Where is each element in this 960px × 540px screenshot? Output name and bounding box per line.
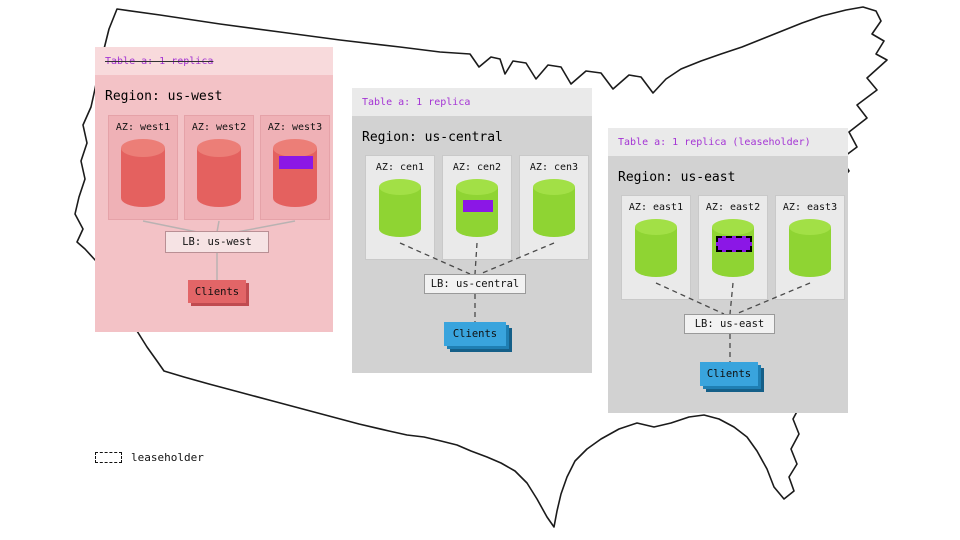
us-border-path [74,6,888,528]
load-balancer-us-east: LB: us-east [684,314,775,334]
region-panel-us-west: Table a: 1 replica Region: us-west AZ: w… [95,47,333,332]
database-cylinder-icon [379,179,421,237]
az-label-cen3: AZ: cen3 [529,162,579,173]
table-banner-us-central: Table a: 1 replica [352,88,592,116]
replica-range-patch [279,156,313,169]
table-replica-label-us-central: Table a: 1 replica [362,96,471,108]
az-box-west3: AZ: west3 [260,115,330,220]
database-cylinder-icon [533,179,575,237]
region-panel-us-east: Table a: 1 replica (leaseholder) Region:… [608,128,848,413]
region-panel-us-central: Table a: 1 replica Region: us-central AZ… [352,88,592,373]
az-box-cen1: AZ: cen1 [365,155,435,260]
table-banner-us-west: Table a: 1 replica [95,47,333,75]
region-title-us-west: Region: us-west [105,89,223,104]
az-label-west2: AZ: west2 [191,122,247,133]
clients-box-us-west: Clients [188,280,246,303]
az-label-west1: AZ: west1 [115,122,171,133]
az-label-cen2: AZ: cen2 [452,162,502,173]
leaseholder-swatch-icon [95,452,122,463]
az-label-east2: AZ: east2 [705,202,761,213]
az-box-west2: AZ: west2 [184,115,254,220]
az-label-cen1: AZ: cen1 [375,162,425,173]
az-label-east3: AZ: east3 [782,202,838,213]
replica-range-patch [463,200,493,212]
table-replica-label-us-east: Table a: 1 replica (leaseholder) [618,136,811,148]
database-cylinder-icon [197,139,241,207]
clients-box-us-east: Clients [700,362,758,386]
az-box-cen3: AZ: cen3 [519,155,589,260]
leaseholder-range-patch [716,236,752,252]
database-cylinder-icon [273,139,317,207]
az-row-us-east: AZ: east1 AZ: east2 AZ: east3 [621,195,845,300]
az-row-us-west: AZ: west1 AZ: west2 AZ: west3 [108,115,330,220]
az-box-cen2: AZ: cen2 [442,155,512,260]
region-title-us-east: Region: us-east [618,170,736,185]
az-box-west1: AZ: west1 [108,115,178,220]
az-box-east1: AZ: east1 [621,195,691,300]
legend-label: leaseholder [131,451,204,464]
database-cylinder-icon [635,219,677,277]
table-replica-label-us-west: Table a: 1 replica [105,55,214,67]
az-label-east1: AZ: east1 [628,202,684,213]
database-cylinder-icon [121,139,165,207]
az-box-east2: AZ: east2 [698,195,768,300]
az-label-west3: AZ: west3 [267,122,323,133]
clients-box-us-central: Clients [444,322,506,346]
load-balancer-us-west: LB: us-west [165,231,269,253]
legend: leaseholder [95,451,204,464]
az-row-us-central: AZ: cen1 AZ: cen2 AZ: cen3 [365,155,589,260]
load-balancer-us-central: LB: us-central [424,274,526,294]
database-cylinder-icon [789,219,831,277]
az-box-east3: AZ: east3 [775,195,845,300]
region-title-us-central: Region: us-central [362,130,503,145]
table-banner-us-east: Table a: 1 replica (leaseholder) [608,128,848,156]
database-cylinder-icon [456,179,498,237]
